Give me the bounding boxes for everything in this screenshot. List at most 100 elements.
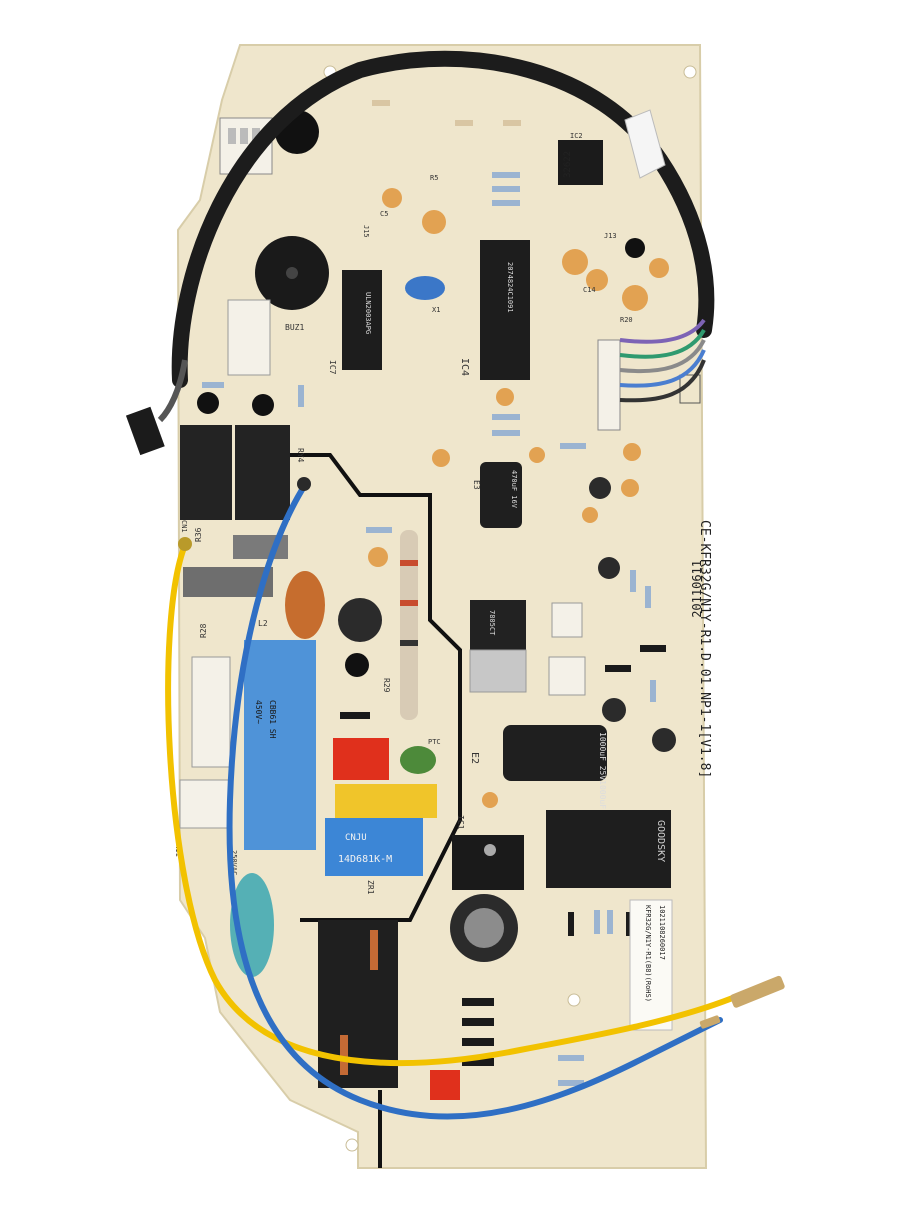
pcb-trace bbox=[290, 453, 462, 922]
socket-outline bbox=[558, 140, 603, 185]
label-l2: L2 bbox=[258, 619, 268, 628]
electrolytic-cap bbox=[598, 557, 620, 579]
label-r29: R29 bbox=[382, 678, 391, 693]
wire-terminal bbox=[699, 1015, 721, 1029]
voltage-label: 250VAC bbox=[230, 850, 238, 875]
resistor bbox=[492, 186, 520, 192]
resistor bbox=[630, 570, 636, 592]
transistor bbox=[625, 238, 645, 258]
ceramic-cap bbox=[432, 449, 450, 467]
label-ic2: IC2 bbox=[570, 132, 583, 140]
heatsink-ic1 bbox=[452, 835, 524, 890]
chip-ic7-text: ULN2003APG bbox=[364, 292, 372, 334]
label-e2: E2 bbox=[469, 752, 480, 764]
cap-e3-text: 470uF 16V bbox=[510, 470, 518, 509]
heatsink-tab bbox=[469, 649, 527, 693]
ceramic-cap bbox=[622, 285, 648, 311]
resistor bbox=[492, 414, 520, 420]
inductor-l2 bbox=[285, 571, 325, 639]
ceramic-cap bbox=[382, 188, 402, 208]
chip-ic4-text: 2074824C1091 bbox=[506, 262, 514, 313]
varistor-yellow bbox=[335, 784, 437, 818]
board-model-text: CE-KFR32G/N1Y-R1.D.01.NP1-1[V1.8] bbox=[697, 520, 712, 778]
barcode-sticker bbox=[629, 899, 673, 1031]
ceramic-cap bbox=[482, 792, 498, 808]
resistor bbox=[558, 1055, 584, 1061]
chip-ic4 bbox=[480, 240, 530, 380]
resistor bbox=[455, 120, 473, 126]
blue-cap-text-1: CBB61 SH bbox=[268, 700, 277, 739]
resistor bbox=[626, 912, 632, 936]
label-j13: J13 bbox=[604, 232, 617, 240]
wire-blue-thin bbox=[619, 349, 706, 388]
resistor bbox=[492, 430, 520, 436]
transistor bbox=[252, 394, 274, 416]
electrolytic-cap-e3 bbox=[480, 462, 522, 528]
power-resistor bbox=[400, 530, 418, 720]
transistor bbox=[345, 653, 369, 677]
voltage-regulator bbox=[470, 600, 526, 650]
ceramic-cap bbox=[529, 447, 545, 463]
connector-cn1 bbox=[191, 656, 231, 768]
resistor bbox=[568, 912, 574, 936]
connector-cn2 bbox=[227, 299, 271, 376]
resistor bbox=[492, 200, 520, 206]
blue-cap-text-2: 450V~ bbox=[254, 700, 263, 724]
transformer-text: GOODSKY bbox=[655, 820, 666, 862]
resistor bbox=[366, 527, 392, 533]
wire-end bbox=[297, 477, 311, 491]
resistor bbox=[202, 382, 224, 388]
wire-bundle-left bbox=[157, 359, 188, 423]
resistor bbox=[503, 120, 521, 126]
sticker-text-1: KFR32G/N1Y-R1(B8)(RoHS) bbox=[644, 905, 652, 1002]
label-zr1: ZR1 bbox=[366, 880, 375, 895]
label-ptc: PTC bbox=[428, 738, 441, 746]
xcap-text-1: CNJU bbox=[345, 833, 367, 843]
wire-gray bbox=[619, 339, 706, 374]
diode bbox=[605, 665, 631, 672]
wire-terminal bbox=[730, 975, 785, 1008]
resistor bbox=[558, 1080, 584, 1086]
ceramic-cap bbox=[368, 547, 388, 567]
mount-hole bbox=[683, 65, 697, 79]
label-ic1: IC1 bbox=[456, 815, 465, 830]
regulator-text: 7805CT bbox=[488, 610, 496, 636]
resistor bbox=[650, 680, 656, 702]
diode bbox=[462, 1018, 494, 1026]
cable-tie bbox=[624, 109, 666, 179]
diode bbox=[462, 1058, 494, 1066]
ceramic-cap bbox=[621, 479, 639, 497]
ceramic-cap bbox=[623, 443, 641, 461]
label-ic7: IC7 bbox=[328, 360, 337, 375]
electrolytic-cap bbox=[652, 728, 676, 752]
transformer bbox=[546, 810, 671, 888]
film-cap-blue bbox=[244, 640, 316, 850]
resistor bbox=[594, 910, 600, 934]
wire-purple bbox=[619, 318, 706, 344]
relay-ry3 bbox=[235, 425, 290, 520]
ceramic-cap bbox=[496, 388, 514, 406]
connector-cn2-small bbox=[551, 602, 583, 638]
sticker-text-2: 1021108260017 bbox=[658, 905, 666, 960]
ceramic-cap bbox=[649, 258, 669, 278]
ceramic-cap bbox=[582, 507, 598, 523]
x-capacitor bbox=[325, 818, 423, 876]
label-buz1: BUZ1 bbox=[285, 323, 304, 332]
fuse bbox=[179, 779, 231, 829]
yellow-wire bbox=[165, 542, 743, 1067]
connector-cn3-small bbox=[548, 656, 586, 696]
ceramic-cap bbox=[422, 210, 446, 234]
label-j15: J15 bbox=[362, 225, 370, 238]
diode bbox=[462, 998, 494, 1006]
plug-left bbox=[125, 406, 165, 456]
ceramic-cap bbox=[586, 269, 608, 291]
label-cn1: CN1 bbox=[180, 520, 188, 533]
chip-ic7 bbox=[342, 270, 382, 370]
connector-red bbox=[333, 738, 389, 780]
mount-hole bbox=[567, 993, 581, 1007]
relay-ry4 bbox=[180, 425, 232, 520]
ptc-green bbox=[400, 746, 436, 774]
label-r5: R5 bbox=[430, 174, 438, 182]
xcap-text-2: 14D681K-M bbox=[338, 854, 392, 865]
